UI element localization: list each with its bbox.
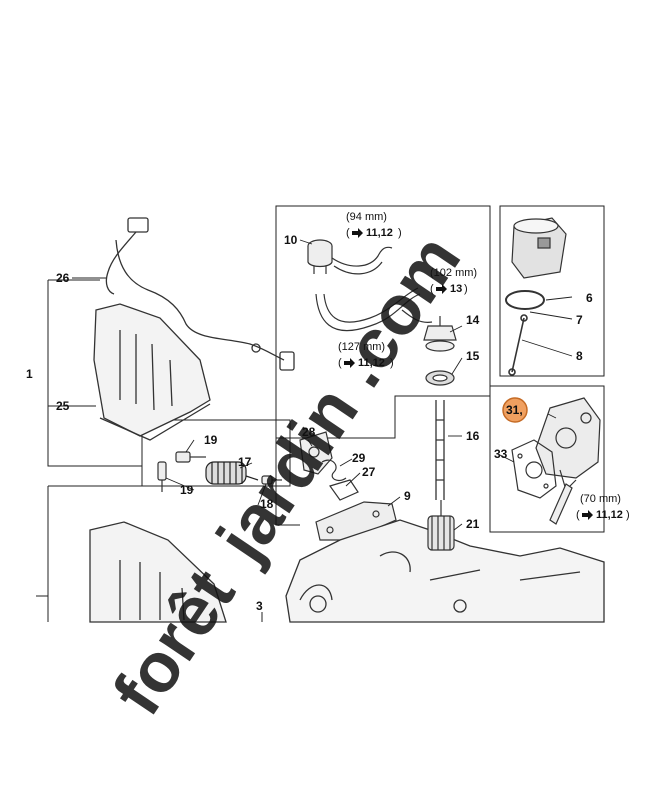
svg-text:): )	[626, 509, 630, 521]
part-seal-15	[425, 370, 455, 386]
part-spring-29	[321, 459, 347, 482]
svg-text:11,12: 11,12	[358, 357, 385, 369]
part-lever-28	[299, 431, 333, 475]
callout-21: 21	[466, 517, 480, 531]
callout-19-top: 19	[204, 433, 218, 447]
callout-labels: 1 26 25 3 10 14 15 16 21 6 7 8 31, 33 19…	[26, 233, 593, 613]
part-filter-21	[427, 500, 455, 551]
callout-8: 8	[576, 349, 583, 363]
part-gasket-33	[511, 439, 557, 499]
callout-16: 16	[466, 429, 480, 443]
svg-text:(: (	[576, 509, 580, 521]
watermark-com: .com	[319, 221, 475, 400]
callout-31-highlight	[502, 397, 528, 423]
svg-text:(: (	[346, 227, 350, 239]
svg-text:): )	[398, 227, 402, 239]
callout-14: 14	[466, 313, 480, 327]
callout-1: 1	[26, 367, 33, 381]
part-clip-27	[329, 479, 359, 501]
callout-6: 6	[586, 291, 593, 305]
part-spring-17	[205, 461, 259, 485]
callout-3: 3	[256, 599, 263, 613]
svg-text:11,12: 11,12	[596, 509, 623, 521]
note-70mm: (70 mm)	[580, 493, 621, 505]
callout-10: 10	[284, 233, 298, 247]
callout-28: 28	[302, 425, 316, 439]
callout-15: 15	[466, 349, 480, 363]
part-hose-16	[435, 400, 445, 500]
callout-18: 18	[260, 497, 274, 511]
part-screw-18	[261, 475, 282, 485]
part-valve-14	[423, 316, 457, 352]
svg-text:11,12: 11,12	[366, 227, 393, 239]
svg-text:): )	[390, 357, 394, 369]
callout-17: 17	[238, 455, 252, 469]
group-frames	[36, 205, 605, 622]
callout-33: 33	[494, 447, 508, 461]
part-hoses	[315, 246, 433, 332]
callout-27: 27	[362, 465, 376, 479]
part-hose-70mm	[549, 483, 573, 525]
leader-lines	[72, 239, 573, 531]
part-crankcase	[285, 519, 605, 623]
callout-29: 29	[352, 451, 366, 465]
part-wiring-harness	[105, 217, 295, 371]
callout-26: 26	[56, 271, 70, 285]
note-94mm-ref: ( 11,12 )	[346, 227, 402, 239]
svg-text:): )	[464, 283, 468, 295]
part-carburetor-31	[535, 397, 601, 492]
part-bracket-9	[315, 501, 397, 541]
note-94mm: (94 mm)	[346, 211, 387, 223]
note-102mm: (102 mm)	[430, 267, 477, 279]
part-oring-7	[505, 290, 545, 310]
part-tank-cap-6	[511, 217, 567, 279]
callout-9: 9	[404, 489, 411, 503]
part-cover-25	[93, 303, 211, 441]
part-fitting-10	[307, 239, 333, 274]
svg-text:(: (	[430, 283, 434, 295]
note-127mm: (127 mm)	[338, 341, 385, 353]
dimension-notes: (94 mm) ( 11,12 ) (102 mm) ( 13 ) (127 m…	[338, 211, 630, 521]
callout-7: 7	[576, 313, 583, 327]
svg-text:13: 13	[450, 283, 462, 295]
note-70mm-ref: ( 11,12 )	[576, 509, 630, 521]
callout-25: 25	[56, 399, 70, 413]
note-102mm-ref: ( 13 )	[430, 283, 468, 295]
part-screws-19	[157, 451, 206, 492]
part-rod-8	[508, 314, 528, 376]
callout-19-bottom: 19	[180, 483, 194, 497]
callout-31: 31,	[506, 403, 523, 417]
part-cover-3	[89, 521, 227, 623]
svg-text:(: (	[338, 357, 342, 369]
note-127mm-ref: ( 11,12 )	[338, 357, 394, 369]
watermark: forêt jardin .com	[98, 221, 475, 728]
